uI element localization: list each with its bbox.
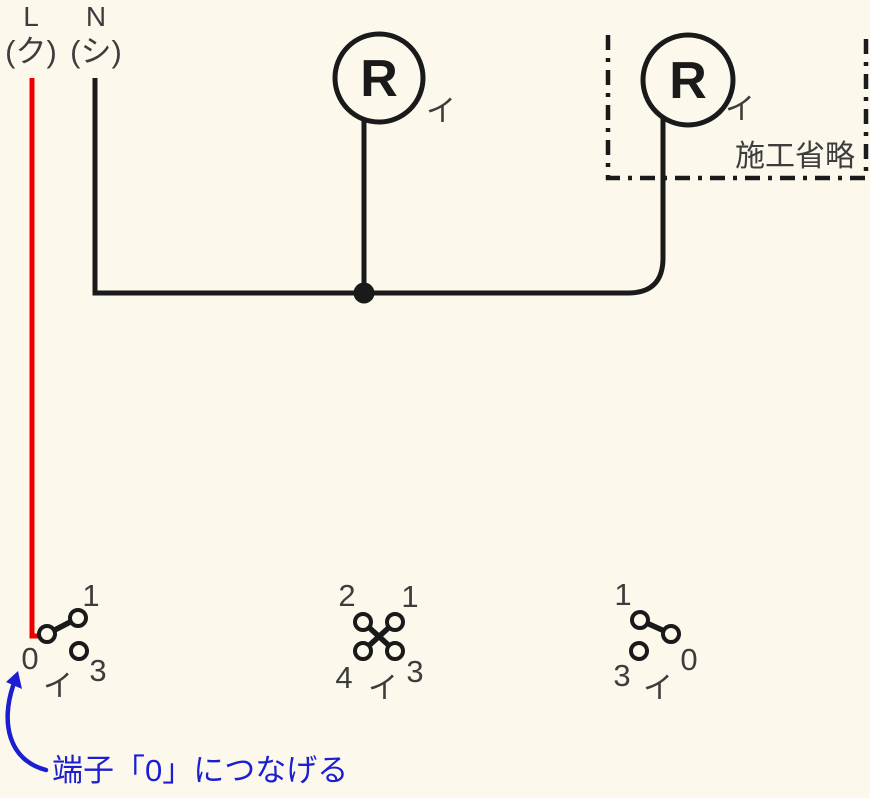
annotation: 端子「0」につなげる (5, 671, 348, 788)
sw2-terminal-2-circle (353, 612, 373, 632)
sw1-circuit-label: イ (43, 670, 73, 703)
annotation-arrowhead (6, 671, 22, 689)
annotation-arrow (5, 683, 49, 773)
lamp1-letter: R (360, 50, 398, 108)
sw1-terminal-1-label: 1 (82, 578, 99, 613)
live-wire-red (29, 78, 41, 639)
sw3-terminal-0-label: 0 (680, 642, 697, 677)
sw2-terminal-1-circle (385, 612, 405, 632)
lamp2-circle (640, 32, 736, 128)
lamp-symbol-1: R イ (332, 31, 456, 128)
construction-omitted-box (605, 35, 869, 181)
sw3-terminal-1-label: 1 (614, 577, 631, 612)
neutral-terminal-kana: (シ) (70, 34, 122, 69)
sw2-terminal-4-circle (353, 641, 373, 661)
lamp1-circle (332, 31, 426, 125)
live-terminal-label: L (23, 1, 39, 32)
four-way-switch-middle: 2 1 4 3 イ (335, 578, 423, 705)
lamp1-circuit-label: イ (426, 95, 456, 128)
sw2-terminal-1-label: 1 (401, 579, 418, 614)
sw1-terminal-1-circle (68, 608, 88, 628)
sw2-terminal-2-label: 2 (338, 578, 355, 613)
three-way-switch-left: 1 0 3 イ (21, 578, 106, 703)
sw1-terminal-3-label: 3 (89, 653, 106, 688)
sw2-terminal-3-circle (385, 641, 405, 661)
annotation-text: 端子「0」につなげる (52, 753, 348, 788)
neutral-wire (92, 78, 666, 296)
live-terminal-kana: (ク) (5, 34, 57, 69)
sw1-terminal-3-circle (69, 641, 89, 661)
sw3-terminal-1-circle (630, 610, 650, 630)
sw3-circuit-label: イ (643, 672, 673, 705)
three-way-switch-right: 1 0 3 イ (613, 577, 697, 705)
sw3-terminal-0-circle (661, 624, 681, 644)
lamp2-circuit-label: イ (725, 93, 755, 126)
lamp2-letter: R (669, 52, 707, 110)
power-source-labels: L (ク) N (シ) (5, 1, 122, 69)
sw3-terminal-3-label: 3 (613, 658, 630, 693)
sw1-terminal-0-circle (37, 624, 57, 644)
sw2-terminal-3-label: 3 (406, 654, 423, 689)
sw2-terminal-4-label: 4 (335, 660, 352, 695)
sw2-circuit-label: イ (368, 672, 398, 705)
sw3-terminal-3-circle (629, 641, 649, 661)
neutral-terminal-label: N (86, 1, 106, 32)
sw1-terminal-0-label: 0 (21, 641, 38, 676)
construction-omitted-label: 施工省略 (735, 140, 855, 173)
lamp-symbol-2: R イ (640, 32, 755, 128)
junction-dot (353, 282, 375, 304)
